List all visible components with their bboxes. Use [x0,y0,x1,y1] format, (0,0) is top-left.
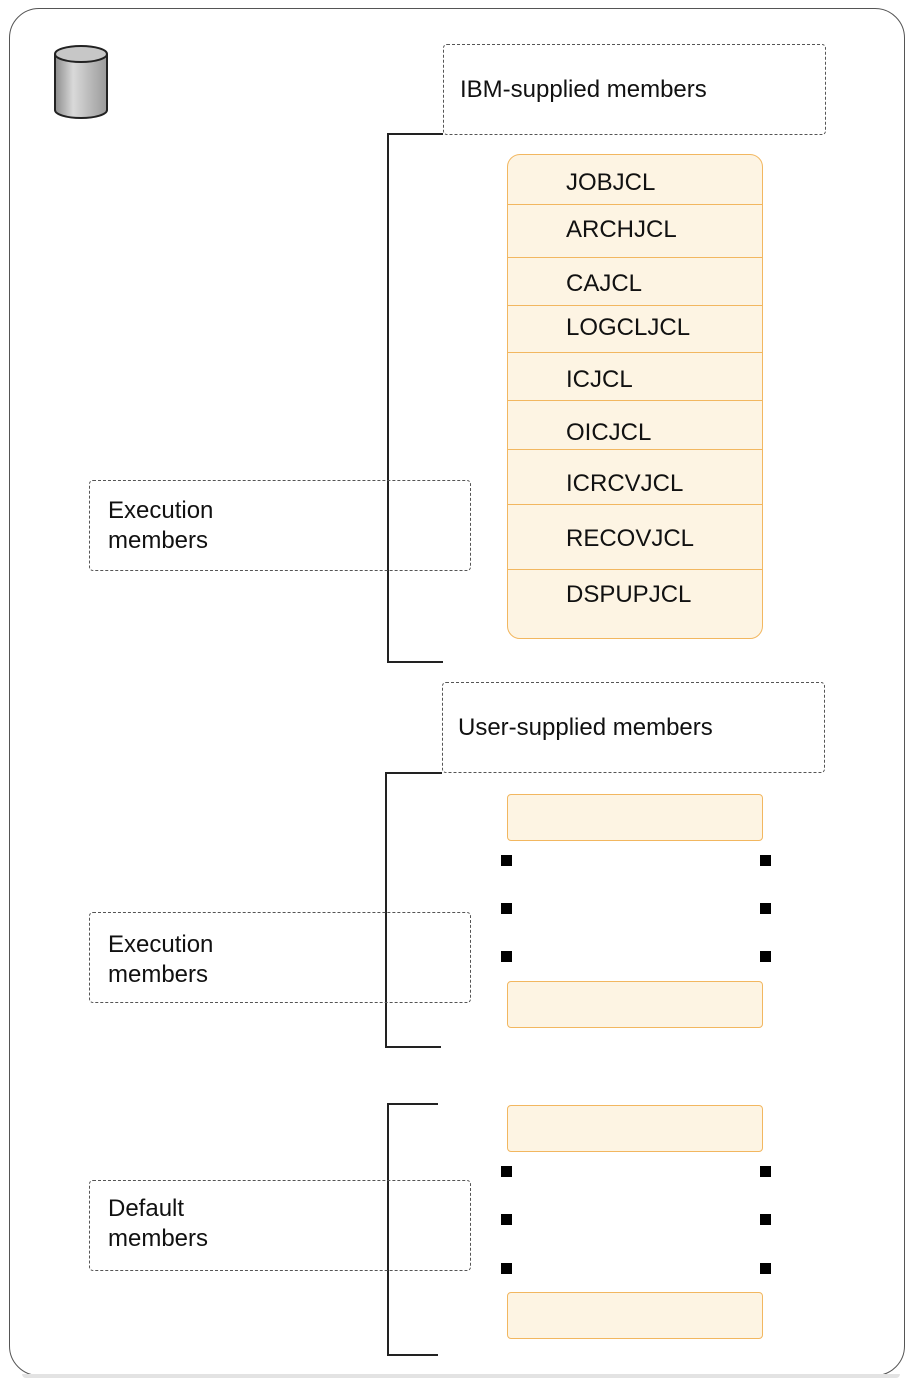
list-item: JOBJCL [566,169,656,196]
ellipsis-dot [760,951,771,962]
ellipsis-dot [501,1263,512,1274]
bracket-vertical [387,1103,389,1355]
ibm-supplied-label: IBM-supplied members [460,76,707,103]
execution-members-label: Execution members [108,931,214,988]
bracket-vertical [387,133,389,662]
list-item: ARCHJCL [508,204,762,257]
list-item: LOGCLJCL [508,305,762,352]
execution-members-label: Execution members [108,497,214,554]
execution-members-label-box: Execution members [89,912,471,1003]
ellipsis-dot [501,1214,512,1225]
default-member-box [507,1105,763,1152]
bracket-top [387,133,443,135]
list-item: ICJCL [508,352,762,400]
list-item: OICJCL [508,400,762,449]
bracket-top [385,772,442,774]
default-member-box [507,1292,763,1339]
ellipsis-dot [501,1166,512,1177]
database-cylinder-icon [54,45,108,119]
default-members-label: Default members [108,1195,209,1252]
ibm-members-list: JOBJCL ARCHJCL CAJCL LOGCLJCL ICJCL OICJ… [507,154,763,639]
default-members-label-box: Default members [89,1180,471,1271]
user-member-box [507,794,763,841]
list-item: CAJCL [508,257,762,305]
ellipsis-dot [501,903,512,914]
ellipsis-dot [760,1166,771,1177]
ellipsis-dot [760,855,771,866]
ellipsis-dot [760,903,771,914]
list-item: RECOVJCL [508,504,762,569]
bracket-bottom [387,661,443,663]
list-item: DSPUPJCL [508,569,762,638]
ellipsis-dot [501,951,512,962]
ellipsis-dot [501,855,512,866]
ibm-supplied-label-box: IBM-supplied members [443,44,826,135]
bracket-bottom [385,1046,441,1048]
bracket-top [387,1103,438,1105]
ellipsis-dot [760,1263,771,1274]
execution-members-label-box: Execution members [89,480,471,571]
user-member-box [507,981,763,1028]
ellipsis-dot [760,1214,771,1225]
frame-shadow [22,1374,900,1378]
bracket-vertical [385,772,387,1047]
user-supplied-label: User-supplied members [458,714,713,741]
user-supplied-label-box: User-supplied members [442,682,825,773]
bracket-bottom [387,1354,438,1356]
list-item: ICRCVJCL [508,449,762,504]
